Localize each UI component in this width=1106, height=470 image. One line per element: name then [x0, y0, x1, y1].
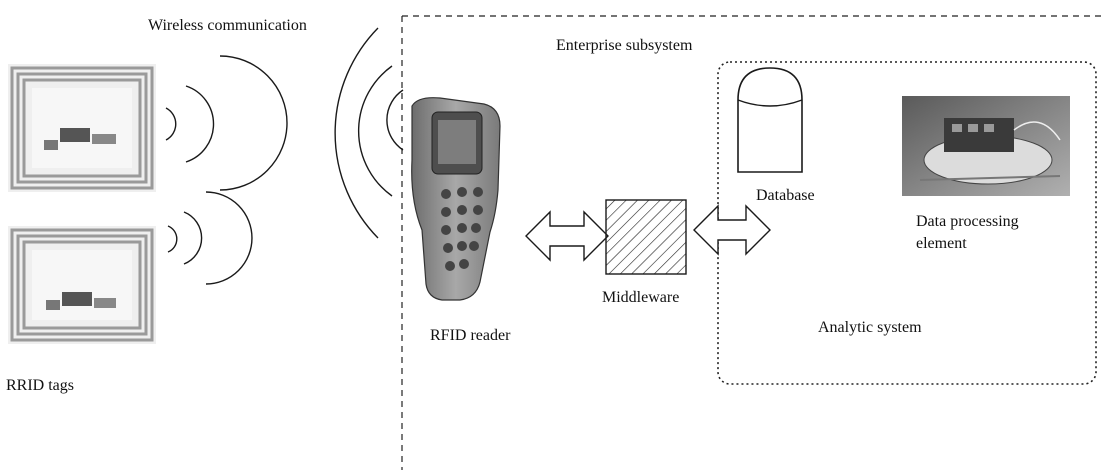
data-processing-board-photo-icon	[902, 96, 1070, 196]
wireless-label: Wireless communication	[148, 17, 307, 34]
double-headed-arrow-icon	[693, 204, 771, 256]
database-label: Database	[756, 187, 815, 204]
enterprise-boundary	[401, 15, 1104, 470]
middleware-label: Middleware	[602, 289, 679, 306]
rfid-tag-icon	[8, 226, 156, 344]
middleware-hatched-box-icon	[605, 199, 687, 275]
wireless-waves	[165, 27, 404, 285]
processing-label-line1: Data processing	[916, 213, 1019, 230]
database-cylinder-icon	[737, 67, 803, 173]
handheld-rfid-reader-icon	[411, 97, 501, 301]
tags-label: RRID tags	[6, 377, 74, 394]
reader-label: RFID reader	[430, 327, 511, 344]
enterprise-label: Enterprise subsystem	[556, 37, 693, 54]
analytic-label: Analytic system	[818, 319, 922, 336]
rfid-tag-icon	[8, 64, 156, 192]
double-headed-arrow-icon	[525, 210, 609, 262]
processing-label-line2: element	[916, 235, 967, 252]
